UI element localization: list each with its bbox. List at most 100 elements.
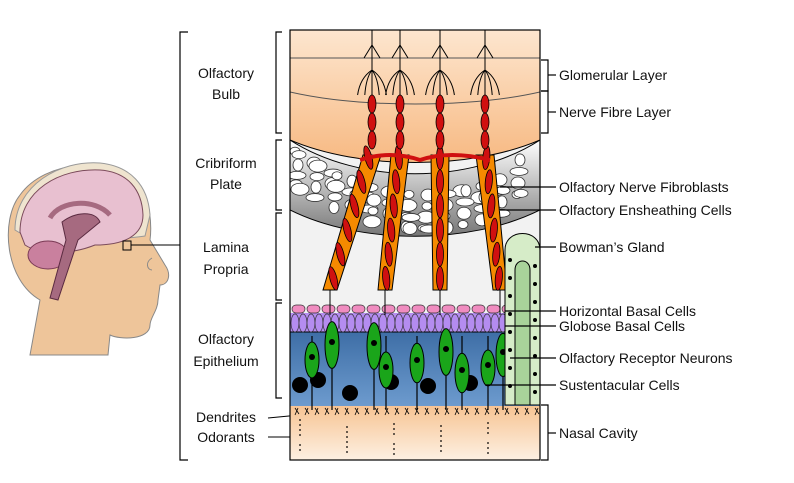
axon-segment — [389, 193, 398, 219]
neuron-nucleus — [371, 340, 377, 346]
glomerular-tuft — [432, 69, 441, 96]
globose-basal-cell — [290, 313, 300, 333]
globose-basal-cell — [338, 313, 348, 333]
nerve-fibre-boundary — [290, 91, 540, 105]
odorant-particle — [299, 424, 301, 426]
glomerular-tuft — [484, 69, 493, 96]
label-lamina-1: Lamina — [203, 239, 249, 255]
axon-segment — [335, 242, 346, 267]
bone-cobble — [514, 153, 526, 167]
odorant-particle — [346, 446, 348, 448]
axon-segment — [480, 112, 490, 132]
odorant-particle — [346, 431, 348, 433]
axon-segment — [435, 130, 445, 150]
axon-segment — [349, 193, 360, 218]
odorant-particle — [487, 452, 489, 454]
horizontal-basal-cell — [411, 304, 426, 314]
globose-basal-cell — [490, 313, 500, 333]
dendrite-branch — [484, 44, 494, 59]
glomerular-tuft — [477, 69, 486, 96]
bowmans-gland — [504, 233, 540, 406]
cilia — [324, 407, 330, 416]
globose-basal-cell — [418, 313, 428, 333]
horizontal-basal-cell — [426, 304, 441, 314]
bone-cobble — [402, 222, 418, 235]
globose-basal-cell — [410, 313, 420, 333]
cilia — [484, 407, 490, 416]
right-labels: Glomerular Layer Nerve Fibre Layer Olfac… — [559, 67, 733, 441]
glomerular-tuft — [425, 69, 441, 96]
glomerular-tuft — [385, 69, 401, 96]
horizontal-basal-cell — [291, 304, 306, 314]
neuron-nucleus — [485, 362, 491, 368]
axon-segment — [436, 241, 444, 267]
dendrite-branch — [371, 44, 381, 59]
odorant-particle — [346, 436, 348, 438]
axon-segment — [435, 112, 445, 132]
label-globose-basal: Globose Basal Cells — [559, 318, 685, 334]
bone-cobble — [367, 206, 379, 216]
label-epithelium-1: Olfactory — [198, 331, 254, 347]
axon-segment — [435, 94, 445, 114]
horizontal-basal-cell — [486, 304, 501, 314]
label-lamina-2: Propria — [203, 261, 248, 277]
cilia — [334, 407, 340, 416]
axon-segment — [487, 193, 496, 219]
cilia — [384, 407, 390, 416]
odorant-particle — [346, 441, 348, 443]
cilia — [294, 407, 300, 416]
odorant-particle — [440, 435, 442, 437]
brainstem — [49, 213, 101, 301]
label-odorants: Odorants — [197, 429, 255, 445]
odorant-particle — [393, 428, 395, 430]
odorant-particle — [299, 429, 301, 431]
label-receptor-neurons: Olfactory Receptor Neurons — [559, 350, 733, 366]
crossing-axons — [359, 153, 491, 163]
neuron-nucleus — [329, 339, 335, 345]
cilia — [404, 407, 410, 416]
odorant-particle — [393, 448, 395, 450]
odorant-particle — [299, 444, 301, 446]
bone-cobble — [331, 171, 343, 181]
glomerular-tuft — [364, 69, 373, 96]
dendrite-branch — [391, 44, 401, 59]
cilia — [454, 407, 460, 416]
sustentacular-nucleus — [292, 377, 308, 393]
axon-segment — [384, 241, 393, 267]
bone-cobble — [460, 184, 472, 198]
bone-cobble — [310, 180, 322, 194]
cilia — [304, 407, 310, 416]
outer-bracket — [179, 31, 188, 461]
globose-basal-cell — [354, 313, 364, 333]
cilia — [424, 407, 430, 416]
label-cribriform-1: Cribriform — [195, 155, 256, 171]
axon-segment — [436, 193, 444, 219]
glomerular-tuft — [470, 69, 486, 96]
gland-nucleus — [508, 294, 512, 298]
globose-basal-cell — [434, 313, 444, 333]
label-glomerular-layer: Glomerular Layer — [559, 67, 667, 83]
horizontal-basal-cell — [441, 304, 456, 314]
bone-cobble — [305, 193, 325, 202]
neuron-nucleus — [414, 357, 420, 363]
globose-basal-cell — [450, 313, 460, 333]
cilia — [504, 407, 510, 416]
globose-basal-cell — [474, 313, 484, 333]
axon-segment — [328, 266, 339, 291]
label-nerve-fibroblasts: Olfactory Nerve Fibroblasts — [559, 179, 729, 195]
globose-basal-cell — [386, 313, 396, 333]
gland-nucleus — [533, 372, 537, 376]
glomerular-tuft — [371, 69, 380, 96]
horizontal-basal-cell — [351, 304, 366, 314]
globose-basal-cell — [306, 313, 316, 333]
cilia — [374, 407, 380, 416]
globose-basal-cell — [426, 313, 436, 333]
odorant-particle — [393, 433, 395, 435]
axon-segment — [367, 94, 377, 114]
bone-cobble — [308, 159, 328, 173]
axon-segment — [392, 169, 401, 195]
cilia — [344, 407, 350, 416]
bone-cobble — [366, 193, 382, 207]
head-illustration — [7, 162, 180, 356]
bone-cobble — [362, 215, 382, 229]
